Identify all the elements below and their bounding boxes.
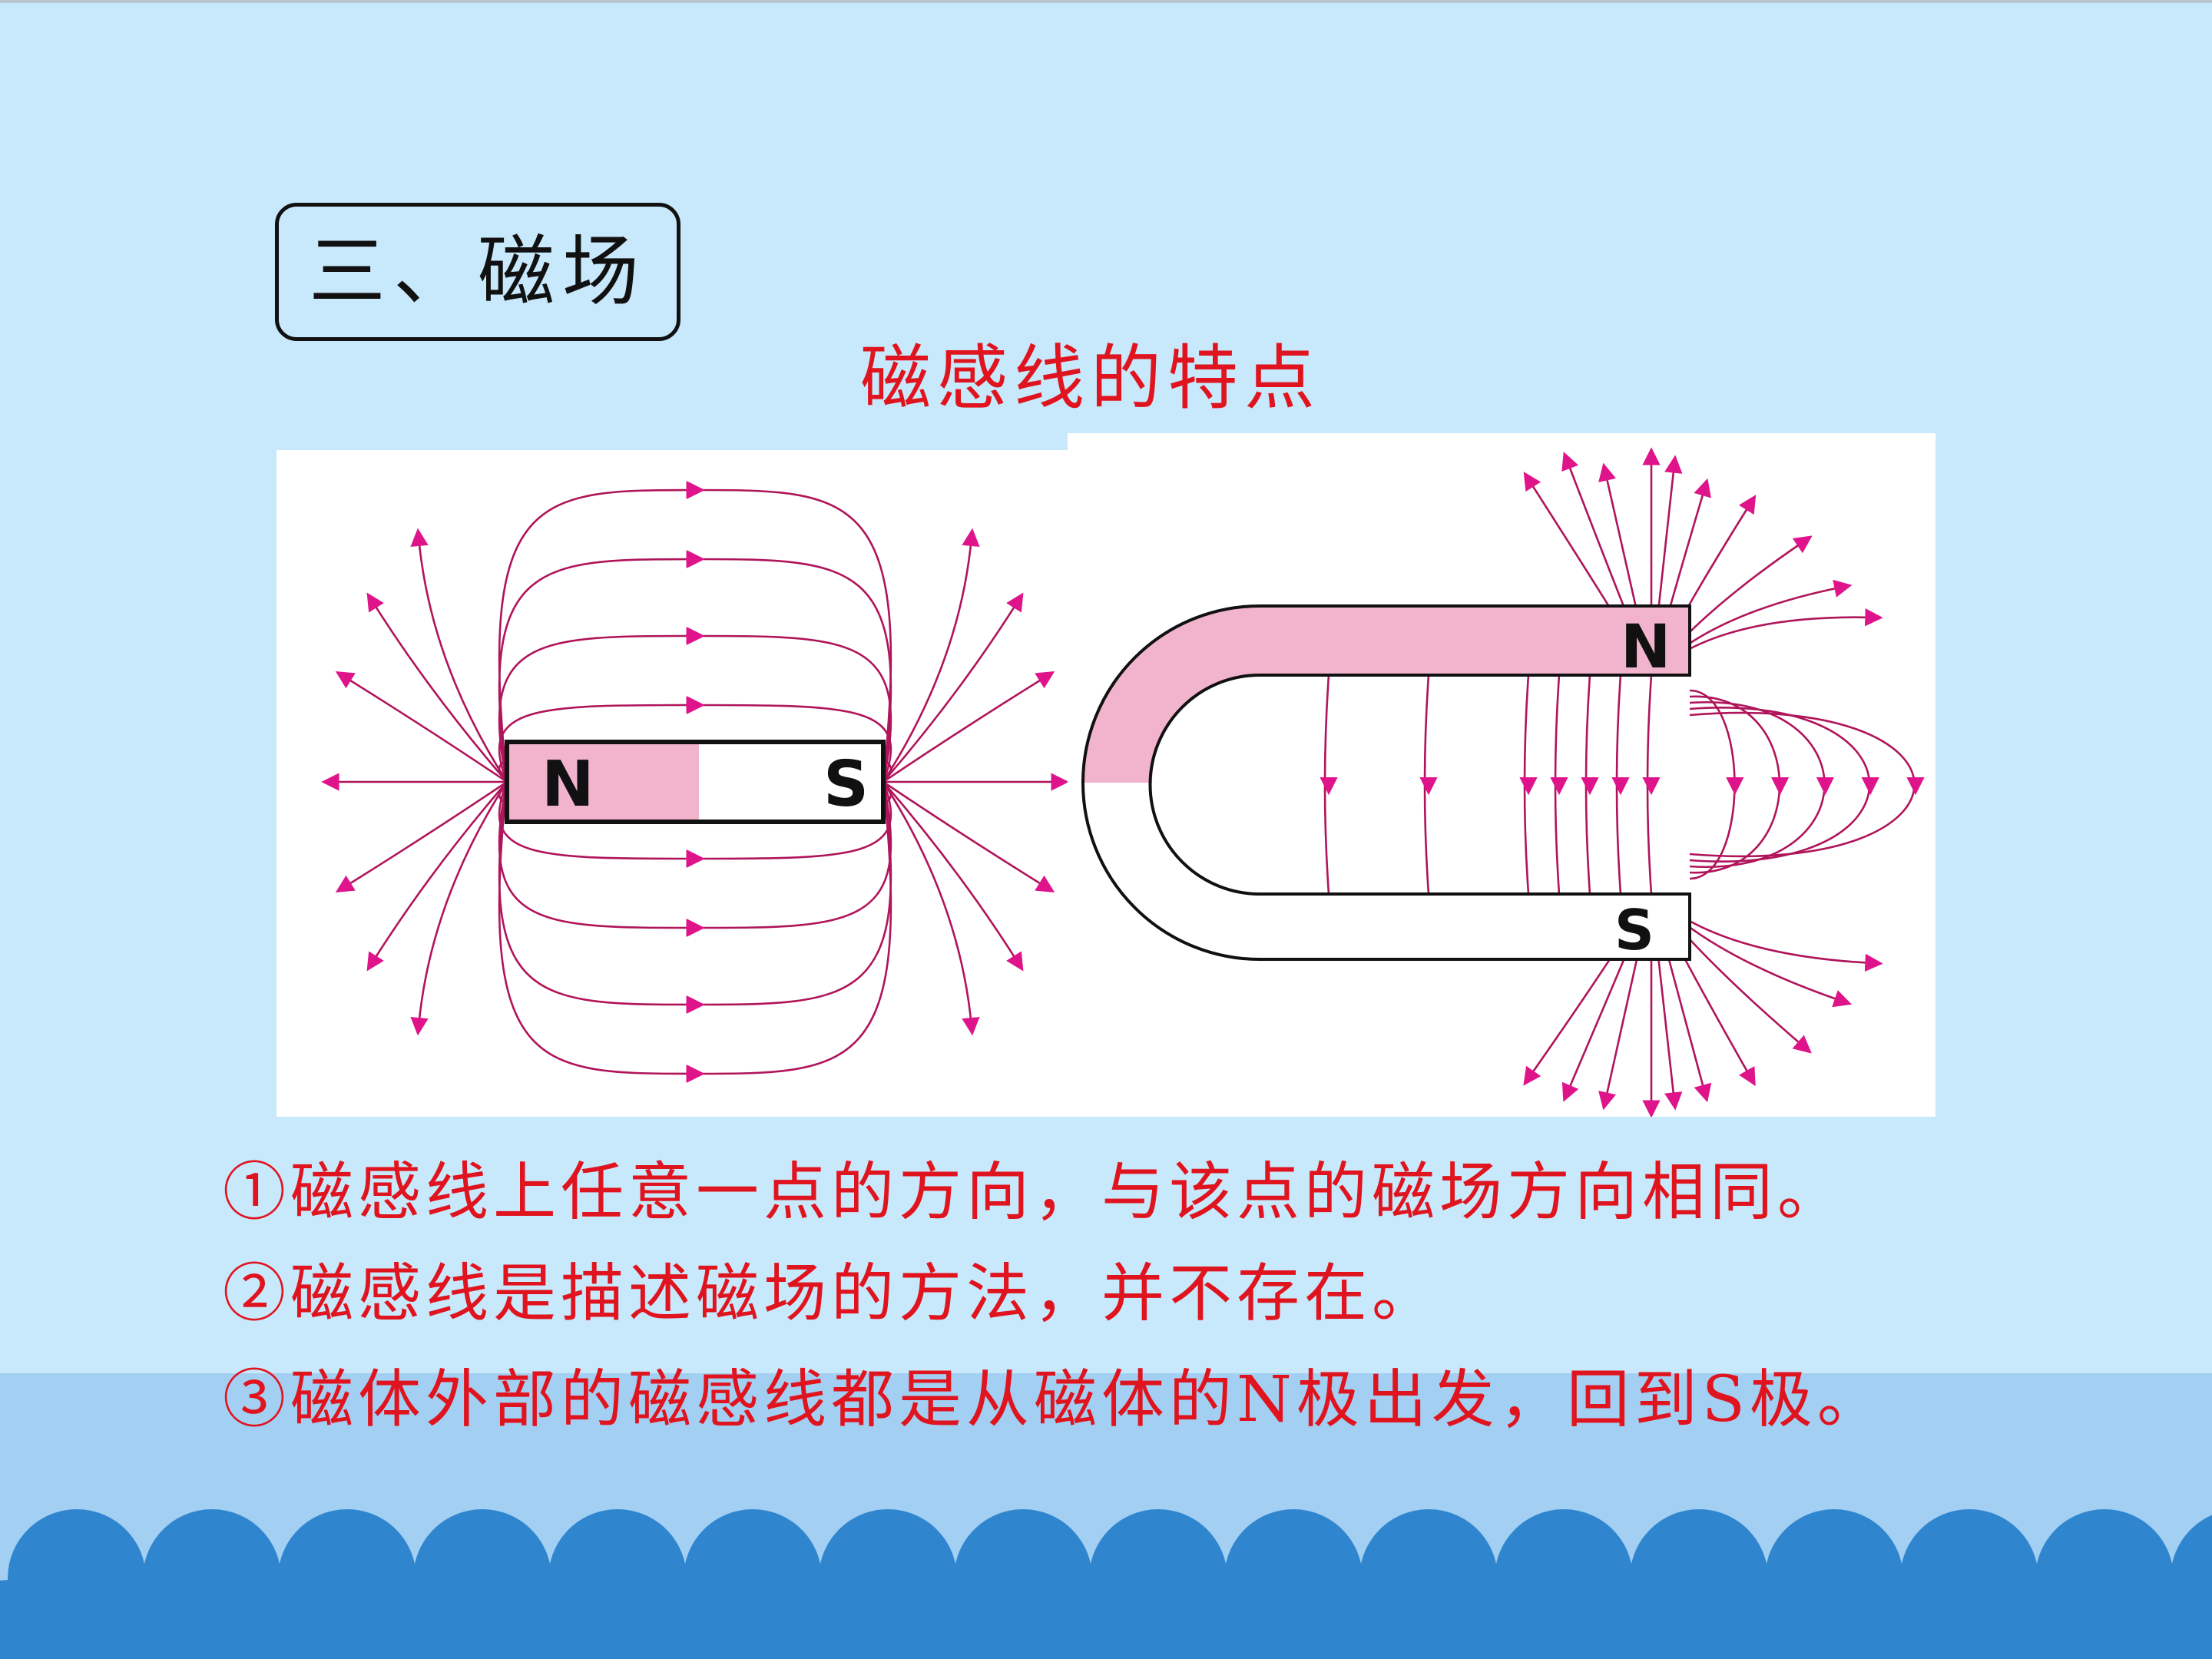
bar-outer-line-north xyxy=(366,781,508,972)
scallop-lower xyxy=(1834,1580,1969,1659)
bar-north-label: N xyxy=(541,748,594,821)
note-2: ②磁感线是描述磁场的方法，并不存在。 xyxy=(223,1257,1440,1330)
note-3: ③磁体外部的磁感线都是从磁体的N极出发，回到S极。 xyxy=(223,1363,1885,1436)
horseshoe-outer-arc xyxy=(1689,689,1736,880)
scallop-lower xyxy=(618,1580,753,1659)
bar-outer-line-north xyxy=(335,671,508,783)
scallop-lower xyxy=(1969,1580,2104,1659)
scallop-lower xyxy=(212,1580,347,1659)
scallop-lower xyxy=(0,1580,77,1659)
horseshoe-south-arm xyxy=(1083,783,1690,959)
section-title-box: 三、磁场 xyxy=(275,203,680,341)
bar-outer-line-south xyxy=(882,780,1055,893)
scallop-lower xyxy=(1293,1580,1429,1659)
bar-outer-line-north xyxy=(410,781,508,1036)
section-title: 三、磁场 xyxy=(309,227,647,316)
bar-magnet-south-half xyxy=(699,742,883,822)
bar-outer-line-south xyxy=(882,592,1024,783)
horseshoe-field-lines xyxy=(1320,447,1925,1117)
scallop-lower xyxy=(753,1580,888,1659)
bar-outer-line-south xyxy=(882,528,980,783)
bar-outer-line-south xyxy=(882,671,1055,783)
scallop-lower xyxy=(2104,1580,2212,1659)
bar-outer-line-north xyxy=(335,780,508,893)
horseshoe-north-label: N xyxy=(1621,613,1671,682)
scallop-lower xyxy=(1564,1580,1699,1659)
bar-magnet-field-diagram: N S xyxy=(276,450,1094,1117)
scallop-lower xyxy=(77,1580,212,1659)
scallop-lower xyxy=(1158,1580,1293,1659)
slide-subtitle: 磁感线的特点 xyxy=(859,337,1321,419)
horseshoe-south-label: S xyxy=(1614,898,1654,962)
bar-outer-line-south xyxy=(882,781,980,1036)
scallop-lower xyxy=(482,1580,618,1659)
scallop-decoration xyxy=(0,1509,2212,1659)
scallop-lower xyxy=(1429,1580,1564,1659)
horseshoe-magnet-svg: N S xyxy=(1081,447,1925,1117)
top-border-line xyxy=(0,0,2212,3)
bar-outer-line-north xyxy=(410,528,508,783)
scallop-lower xyxy=(1023,1580,1158,1659)
scallop-lower xyxy=(347,1580,482,1659)
scallop-lower xyxy=(888,1580,1023,1659)
bar-outer-line-north xyxy=(366,592,508,783)
note-1: ①磁感线上任意一点的方向，与该点的磁场方向相同。 xyxy=(223,1156,1846,1229)
bar-magnet-svg: N S xyxy=(321,481,1069,1083)
scallop-lower xyxy=(1699,1580,1834,1659)
horseshoe-magnet-field-diagram: N S xyxy=(1068,433,1936,1117)
bar-outer-line-south xyxy=(882,781,1024,972)
horseshoe-outer-arc xyxy=(1689,700,1826,869)
bar-magnet-north-half xyxy=(507,742,699,822)
bar-magnet-outline xyxy=(505,740,886,824)
horseshoe-outline xyxy=(1081,604,1691,961)
bar-south-label: S xyxy=(823,748,869,821)
horseshoe-north-arm xyxy=(1083,606,1690,783)
